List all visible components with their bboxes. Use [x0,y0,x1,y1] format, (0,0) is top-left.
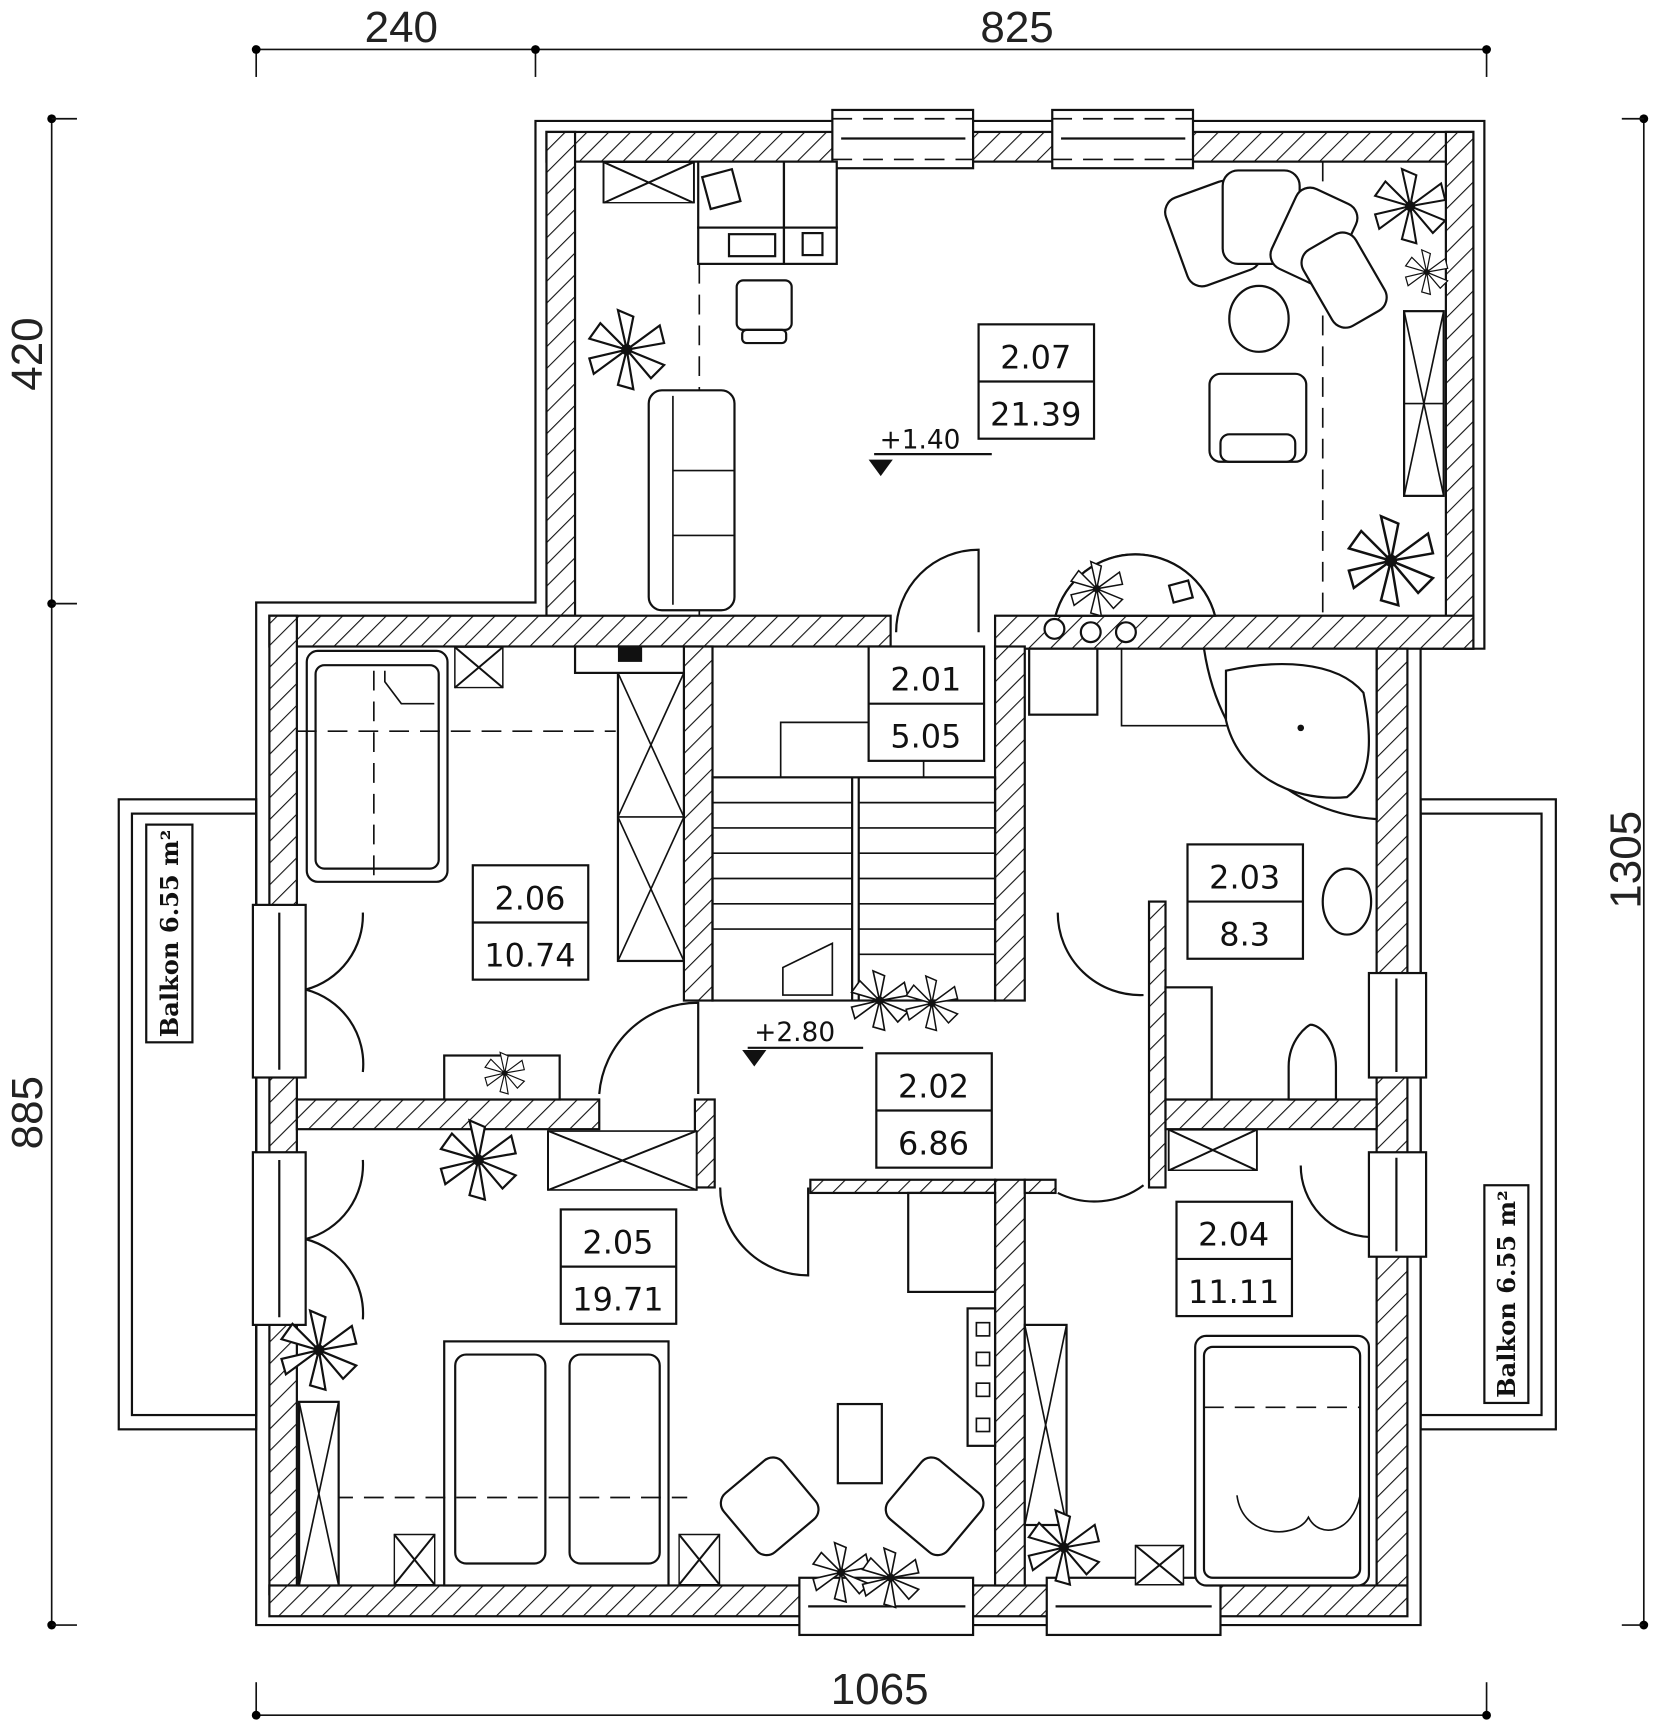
room-area: 8.3 [1219,916,1270,954]
dimension-bottom: 1065 [251,1665,1491,1720]
room-number: 2.04 [1198,1216,1269,1254]
plant-icon [1405,249,1449,296]
windows [251,108,1428,1637]
dimension-left: 420 885 [3,114,77,1630]
plant-icon [1027,1509,1100,1586]
room-number: 2.06 [494,879,565,917]
plant-icon [905,975,959,1032]
dimension-label: 885 [3,1076,52,1149]
room-label-2-07: 2.07 21.39 [977,323,1096,440]
dimension-label: 1065 [831,1665,929,1714]
building-outline [255,119,1486,1627]
plant-icon [1347,514,1435,607]
dimension-right: 1305 [1602,114,1651,1630]
room-number: 2.03 [1209,858,1280,896]
furniture-2-04 [1023,1129,1371,1587]
room-label-2-06: 2.06 10.74 [471,864,590,981]
room-area: 6.86 [898,1124,969,1162]
furniture-2-03 [1028,617,1378,1101]
level-label: +1.40 [880,426,961,456]
dimension-label: 240 [365,3,438,52]
room-label-2-05: 2.05 19.71 [559,1208,678,1325]
room-label-2-01: 2.01 5.05 [867,645,986,762]
level-marker-upper: +1.40 [868,426,992,477]
plant-icon [1374,168,1447,245]
room-number: 2.02 [898,1067,969,1105]
dimension-label: 1305 [1602,811,1651,909]
room-number: 2.05 [582,1223,653,1261]
room-label-2-03: 2.03 8.3 [1186,843,1305,960]
furniture-2-05 [297,1130,997,1587]
dimension-label: 825 [980,3,1053,52]
plant-icon [588,308,666,391]
dimension-label: 420 [3,317,52,390]
room-area: 19.71 [572,1281,663,1319]
furniture-2-07 [602,160,1445,617]
level-marker-main: +2.80 [742,1018,864,1067]
plant-icon [439,1119,517,1201]
balcony-label: Balkon 6.55 m² [155,830,184,1038]
room-label-2-04: 2.04 11.11 [1175,1200,1294,1318]
balcony-left: Balkon 6.55 m² [117,798,258,1431]
room-area: 10.74 [484,936,575,974]
room-number: 2.01 [890,660,961,698]
level-label: +2.80 [754,1018,835,1048]
balcony-label: Balkon 6.55 m² [1492,1190,1521,1398]
room-label-2-02: 2.02 6.86 [875,1052,993,1169]
room-area: 11.11 [1188,1273,1279,1311]
staircase [711,721,997,1002]
room-number: 2.07 [1000,338,1071,376]
furniture-2-06 [296,645,686,1101]
dimension-top: 240 825 [251,3,1491,77]
balcony-right: Balkon 6.55 m² [1419,798,1557,1431]
room-area: 5.05 [890,718,961,756]
room-area: 21.39 [990,396,1081,434]
